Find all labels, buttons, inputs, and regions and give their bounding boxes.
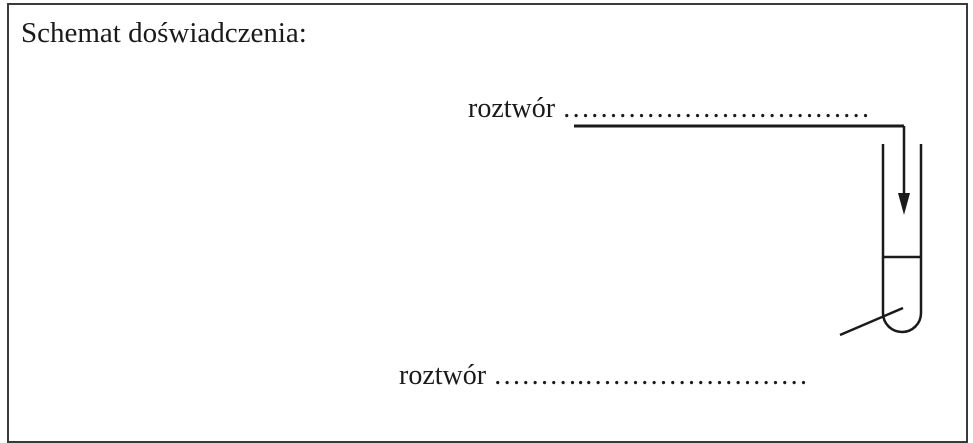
page-title: Schemat doświadczenia: (21, 17, 307, 49)
top-solution-label: roztwór …………………………… (468, 93, 871, 124)
arrow-head (898, 193, 910, 215)
bottom-solution-label: roztwór ……….…………………… (399, 360, 809, 391)
experiment-diagram (574, 124, 923, 337)
test-tube (881, 144, 923, 334)
leader-line (839, 306, 904, 337)
